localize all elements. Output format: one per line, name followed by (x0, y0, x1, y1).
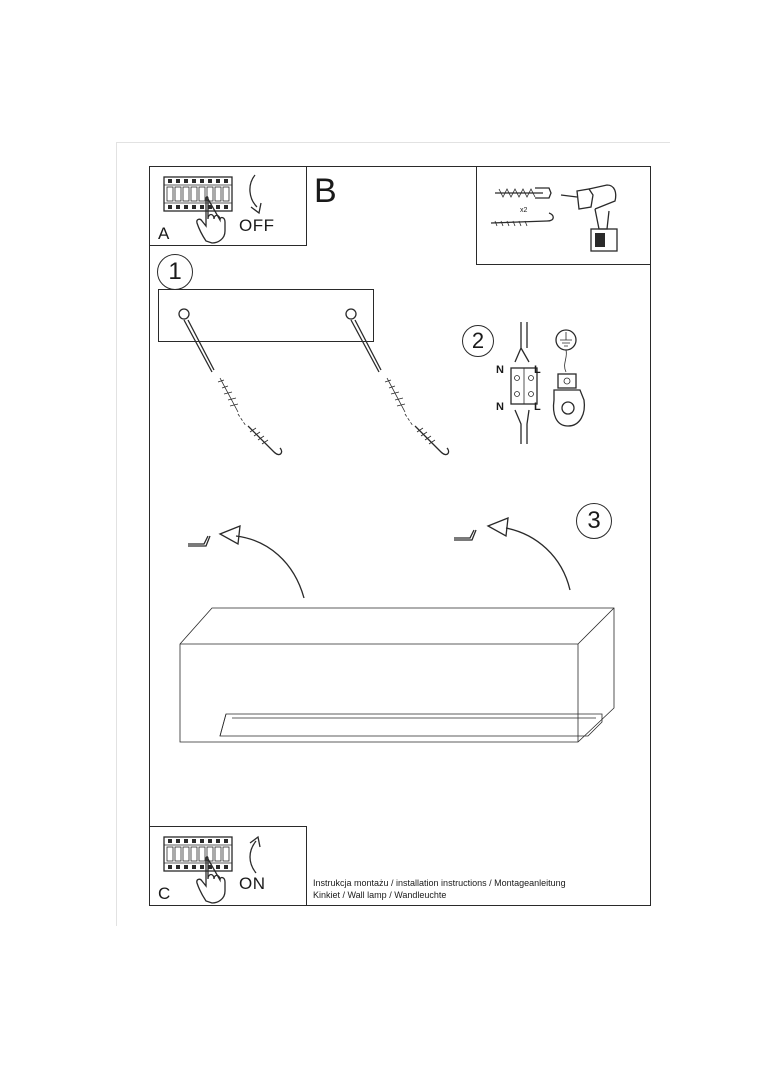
panel-c-power-on: C ON (149, 826, 307, 906)
step-3-number: 3 (587, 507, 601, 534)
wire-label-live-bottom: L (534, 401, 541, 413)
panel-a-power-off: A OFF (149, 166, 307, 246)
wire-label-neutral-top: N (496, 364, 504, 376)
drill-icon (560, 184, 618, 252)
left-hang-arrow (188, 524, 305, 599)
right-hang-arrow (454, 516, 571, 591)
caption-instructions: Instrukcja montażu / installation instru… (313, 878, 566, 888)
mounting-hook-icon (454, 529, 475, 539)
panel-b-letter: B (314, 172, 337, 210)
mounting-hook-icon (188, 535, 209, 545)
circuit-breaker-icon (163, 836, 233, 872)
hand-icon (196, 196, 226, 244)
step-1-number: 1 (168, 258, 182, 285)
tools-panel: x2 (476, 166, 651, 265)
wall-plug-icon (384, 377, 406, 413)
left-anchor-assembly (178, 308, 283, 456)
right-anchor-assembly (345, 308, 450, 456)
wall-plug-icon (217, 377, 239, 413)
drill-line (183, 319, 213, 373)
wire-label-neutral-bottom: N (496, 401, 504, 413)
step-3-badge: 3 (576, 503, 612, 539)
screw-hook-icon (414, 425, 450, 456)
wall-lamp-icon (179, 607, 615, 743)
power-on-label: ON (239, 874, 266, 893)
wall-plug-icon (495, 187, 552, 199)
terminal-block-icon (510, 322, 538, 444)
instruction-frame (149, 166, 651, 906)
quantity-label: x2 (520, 207, 528, 214)
step-1-badge: 1 (157, 254, 193, 290)
curved-arrow-icon (235, 535, 305, 599)
screw-hook-icon (490, 212, 554, 227)
step-2-badge: 2 (462, 325, 494, 357)
step-2-number: 2 (471, 328, 485, 353)
caption-product: Kinkiet / Wall lamp / Wandleuchte (313, 890, 447, 900)
panel-c-letter: C (158, 884, 171, 903)
wall-mounting-plate (158, 289, 374, 342)
sheet-edge (116, 142, 117, 926)
sheet-edge (116, 142, 670, 143)
circuit-breaker-icon (163, 176, 233, 212)
curved-arrow-icon (249, 174, 262, 215)
wire-label-live-top: L (534, 364, 541, 376)
panel-a-letter: A (158, 224, 170, 243)
ground-clamp-icon (552, 329, 586, 427)
screw-hook-icon (247, 425, 283, 456)
power-off-label: OFF (239, 216, 275, 235)
hand-icon (196, 856, 226, 904)
curved-arrow-icon (249, 835, 261, 874)
